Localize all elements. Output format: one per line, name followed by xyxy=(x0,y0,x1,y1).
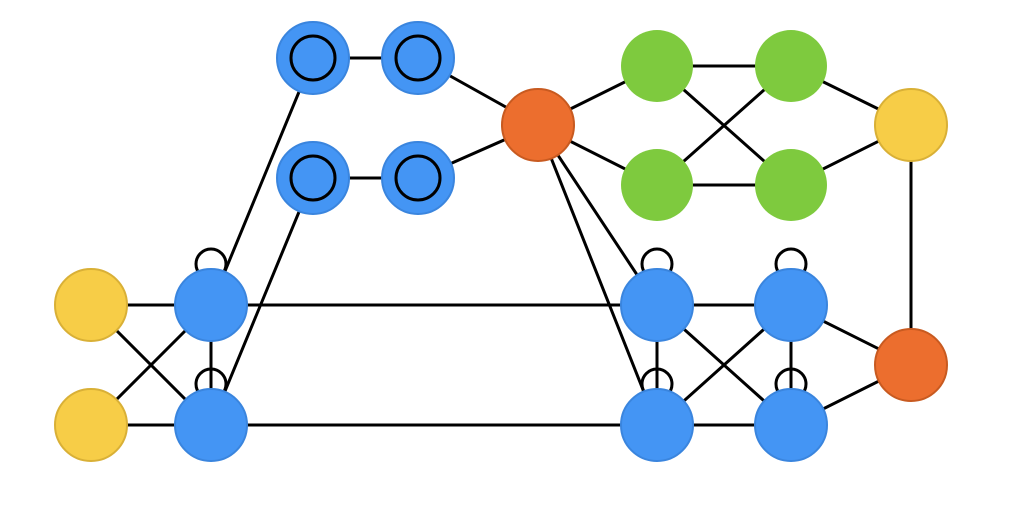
node-orange-right xyxy=(874,328,948,402)
node-yellow-left-1 xyxy=(54,268,128,342)
node-circle-green-2 xyxy=(621,149,693,221)
node-circle-green-3 xyxy=(755,30,827,102)
node-green-3 xyxy=(755,30,827,102)
node-right-blue-4 xyxy=(754,388,828,462)
node-circle-left-blue-2 xyxy=(174,388,248,462)
node-yellow-right xyxy=(874,88,948,162)
node-ring-top-blue-1 xyxy=(289,34,337,82)
node-circle-right-blue-1 xyxy=(620,268,694,342)
node-circle-right-blue-2 xyxy=(620,388,694,462)
edge-mid-blue-1-to-left-blue-2 xyxy=(209,176,315,427)
node-orange-top xyxy=(501,88,575,162)
node-ring-top-blue-2 xyxy=(394,34,442,82)
node-circle-mid-blue-1 xyxy=(276,141,350,215)
node-circle-green-1 xyxy=(621,30,693,102)
nodes-layer xyxy=(54,21,948,462)
node-circle-top-blue-2 xyxy=(381,21,455,95)
node-circle-right-blue-3 xyxy=(754,268,828,342)
node-left-blue-1 xyxy=(174,268,248,342)
node-mid-blue-2 xyxy=(381,141,455,215)
node-ring-mid-blue-2 xyxy=(394,154,442,202)
node-circle-mid-blue-2 xyxy=(381,141,455,215)
edge-top-blue-1-to-left-blue-1 xyxy=(209,56,315,307)
node-right-blue-1 xyxy=(620,268,694,342)
node-green-2 xyxy=(621,149,693,221)
node-right-blue-2 xyxy=(620,388,694,462)
self-loops-layer xyxy=(194,247,808,401)
node-left-blue-2 xyxy=(174,388,248,462)
node-ring-mid-blue-1 xyxy=(289,154,337,202)
node-circle-top-blue-1 xyxy=(276,21,350,95)
node-green-4 xyxy=(755,149,827,221)
node-circle-orange-top xyxy=(501,88,575,162)
edge-orange-top-to-right-blue-2 xyxy=(536,123,659,427)
node-top-blue-1 xyxy=(276,21,350,95)
node-circle-yellow-right xyxy=(874,88,948,162)
node-circle-right-blue-4 xyxy=(754,388,828,462)
node-circle-left-blue-1 xyxy=(174,268,248,342)
node-circle-yellow-left-1 xyxy=(54,268,128,342)
node-circle-green-4 xyxy=(755,149,827,221)
node-right-blue-3 xyxy=(754,268,828,342)
node-green-1 xyxy=(621,30,693,102)
node-mid-blue-1 xyxy=(276,141,350,215)
node-circle-yellow-left-2 xyxy=(54,388,128,462)
node-top-blue-2 xyxy=(381,21,455,95)
node-circle-orange-right xyxy=(874,328,948,402)
node-yellow-left-2 xyxy=(54,388,128,462)
